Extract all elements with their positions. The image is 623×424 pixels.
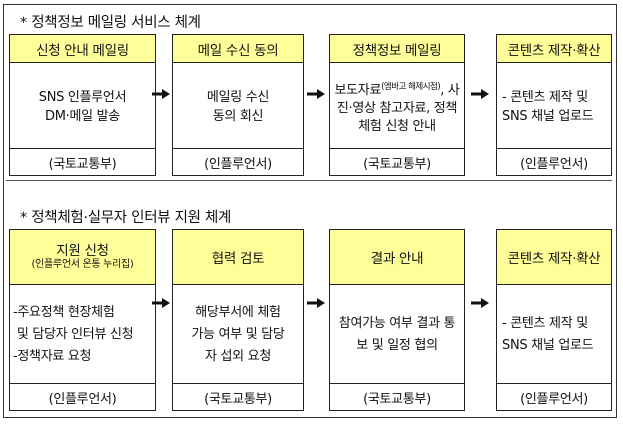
s1-box3-body-post: , 사진·영상 참고자료, 정책체험 신청 안내 xyxy=(336,82,460,134)
s1-box-policy-mailing: 정책정보 메일링 보도자료(엠바고 해제시점), 사진·영상 참고자료, 정책체… xyxy=(329,34,465,176)
s2-box2-foot: (국토교통부) xyxy=(173,383,303,410)
s1-box1-head: 신청 안내 메일링 xyxy=(10,35,155,63)
s1-box-content-creation: 콘텐츠 제작·확산 - 콘텐츠 제작 및 SNS 채널 업로드 (인플루언서) xyxy=(496,34,612,176)
s2-box1-foot: (인플루언서) xyxy=(10,383,155,410)
s2-box3-head: 결과 안내 xyxy=(330,230,464,285)
right-arrow-icon xyxy=(305,298,327,308)
s1-box2-head: 메일 수신 동의 xyxy=(173,35,303,63)
s2-box1-head: 지원 신청 (인플루언서 온통 누리집) xyxy=(10,230,155,285)
right-arrow-icon xyxy=(469,89,491,99)
s2-box1-head-sub: (인플루언서 온통 누리집) xyxy=(31,259,134,270)
s1-box1-foot: (국토교통부) xyxy=(10,148,155,175)
diagram-frame xyxy=(3,4,617,418)
s2-box-content-creation: 콘텐츠 제작·확산 - 콘텐츠 제작 및 SNS 채널 업로드 (인플루언서) xyxy=(496,229,612,411)
s1-box4-body: - 콘텐츠 제작 및 SNS 채널 업로드 xyxy=(502,89,594,124)
s1-box3-foot: (국토교통부) xyxy=(330,148,464,175)
s1-box-mail-consent: 메일 수신 동의 메일링 수신 동의 회신 (인플루언서) xyxy=(172,34,304,176)
s1-box3-body-pre: 보도자료 xyxy=(334,82,382,98)
s2-box1-head-main: 지원 신청 xyxy=(56,243,109,259)
right-arrow-icon xyxy=(469,298,491,308)
s2-box1-body: -주요정책 현장체험 및 담당자 인터뷰 신청 -정책자료 요청 xyxy=(13,305,134,364)
s2-box-result-notice: 결과 안내 참여가능 여부 결과 통 보 및 일정 협의 (국토교통부) xyxy=(329,229,465,411)
s1-box4-head: 콘텐츠 제작·확산 xyxy=(497,35,611,63)
s1-box-request-mailing: 신청 안내 메일링 SNS 인플루언서 DM·메일 발송 (국토교통부) xyxy=(9,34,156,176)
right-arrow-icon xyxy=(305,89,327,99)
section1-title: * 정책정보 메일링 서비스 체계 xyxy=(20,15,201,31)
s1-box1-body: SNS 인플루언서 DM·메일 발송 xyxy=(38,89,127,124)
right-arrow-icon xyxy=(150,89,172,99)
s2-box3-foot: (국토교통부) xyxy=(330,383,464,410)
section2-title: * 정책체험·실무자 인터뷰 지원 체계 xyxy=(20,210,232,226)
right-arrow-icon xyxy=(150,298,172,308)
s2-box4-head: 콘텐츠 제작·확산 xyxy=(497,230,611,285)
section-divider xyxy=(6,180,612,181)
s1-box3-head: 정책정보 메일링 xyxy=(330,35,464,63)
s2-box-support-request: 지원 신청 (인플루언서 온통 누리집) -주요정책 현장체험 및 담당자 인터… xyxy=(9,229,156,411)
s1-box3-body-sup: (엠바고 해제시점) xyxy=(381,81,441,92)
s2-box4-body: - 콘텐츠 제작 및 SNS 채널 업로드 xyxy=(502,316,594,353)
s2-box-cooperation-review: 협력 검토 해당부서에 체험 가능 여부 및 담당 자 섭외 요청 (국토교통부… xyxy=(172,229,304,411)
s2-box2-body: 해당부서에 체험 가능 여부 및 담당 자 섭외 요청 xyxy=(191,305,285,364)
s2-box3-body: 참여가능 여부 결과 통 보 및 일정 협의 xyxy=(338,316,456,353)
s1-box4-foot: (인플루언서) xyxy=(497,148,611,175)
s2-box4-foot: (인플루언서) xyxy=(497,383,611,410)
s1-box2-body: 메일링 수신 동의 회신 xyxy=(206,89,270,124)
s1-box3-body: 보도자료(엠바고 해제시점), 사진·영상 참고자료, 정책체험 신청 안내 xyxy=(330,63,464,150)
s1-box2-foot: (인플루언서) xyxy=(173,148,303,175)
s2-box2-head: 협력 검토 xyxy=(173,230,303,285)
